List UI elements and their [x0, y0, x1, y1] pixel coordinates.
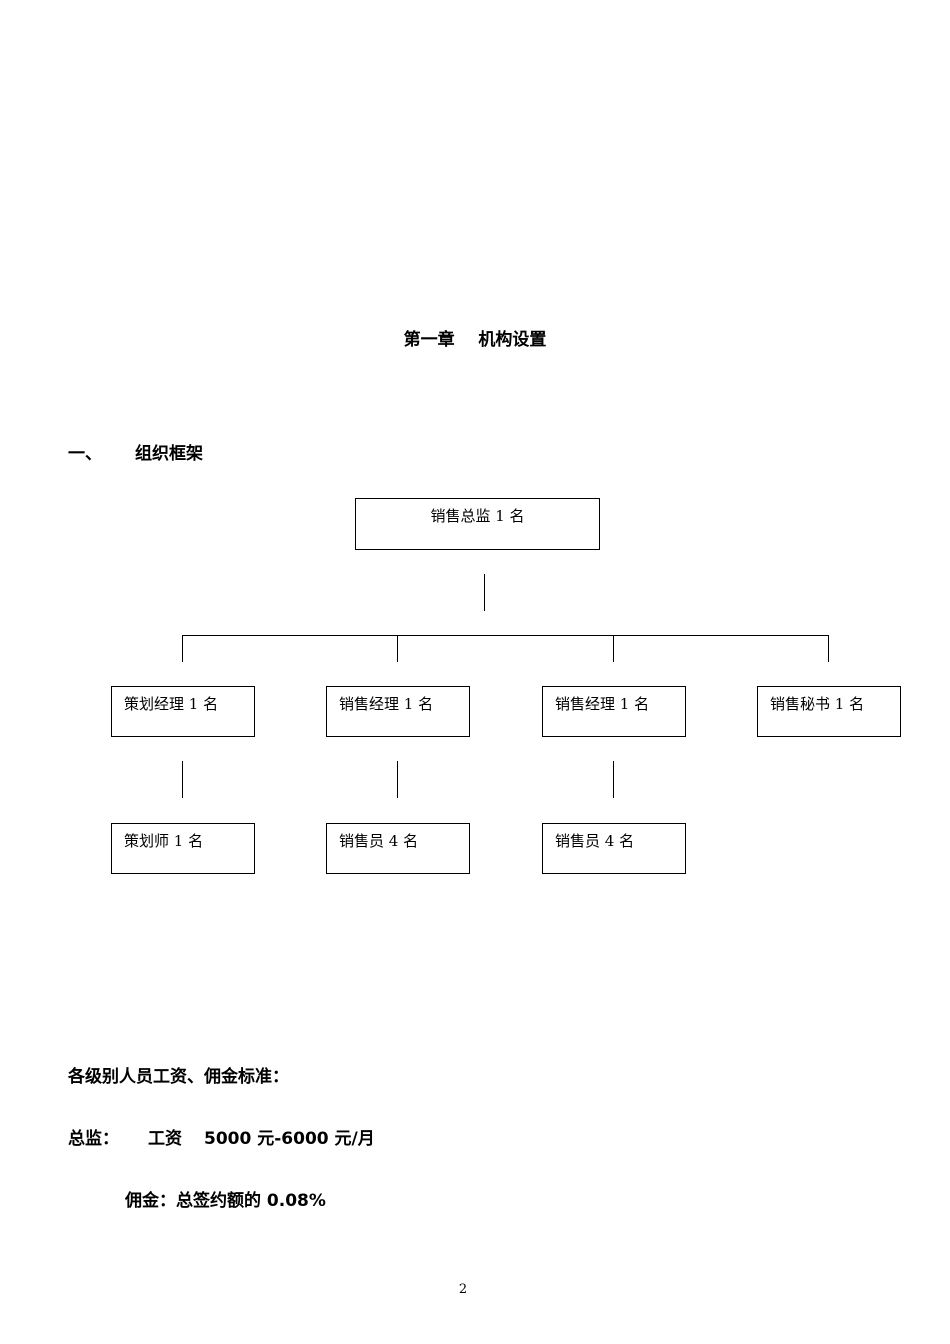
- org-box-salesperson-1: 销售员 4 名: [326, 823, 470, 874]
- org-connector-drop-2: [397, 635, 398, 662]
- salary-value: 5000 元-6000 元/月: [204, 1129, 375, 1149]
- org-box-sales-secretary: 销售秘书 1 名: [757, 686, 901, 737]
- chapter-title: 第一章 机构设置: [403, 330, 547, 350]
- salary-label: 工资: [148, 1129, 182, 1149]
- org-connector-drop-4: [828, 635, 829, 662]
- org-connector-lower-2: [397, 761, 398, 798]
- org-box-salesperson-2: 销售员 4 名: [542, 823, 686, 874]
- org-connector-lower-1: [182, 761, 183, 798]
- org-box-sales-manager-1: 销售经理 1 名: [326, 686, 470, 737]
- page-number: 2: [458, 1282, 468, 1297]
- org-connector-drop-3: [613, 635, 614, 662]
- org-box-planning-manager: 策划经理 1 名: [111, 686, 255, 737]
- org-connector-bus: [182, 635, 829, 636]
- org-connector-top: [484, 574, 485, 611]
- org-box-sales-director: 销售总监 1 名: [355, 498, 600, 550]
- org-connector-drop-1: [182, 635, 183, 662]
- org-box-planner: 策划师 1 名: [111, 823, 255, 874]
- org-box-sales-manager-2: 销售经理 1 名: [542, 686, 686, 737]
- commission-text: 佣金：总签约额的 0.08%: [125, 1191, 326, 1211]
- section-title: 组织框架: [135, 444, 203, 464]
- director-label: 总监：: [68, 1129, 119, 1149]
- org-connector-lower-3: [613, 761, 614, 798]
- section-number: 一、: [68, 444, 102, 464]
- compensation-heading: 各级别人员工资、佣金标准：: [68, 1067, 289, 1087]
